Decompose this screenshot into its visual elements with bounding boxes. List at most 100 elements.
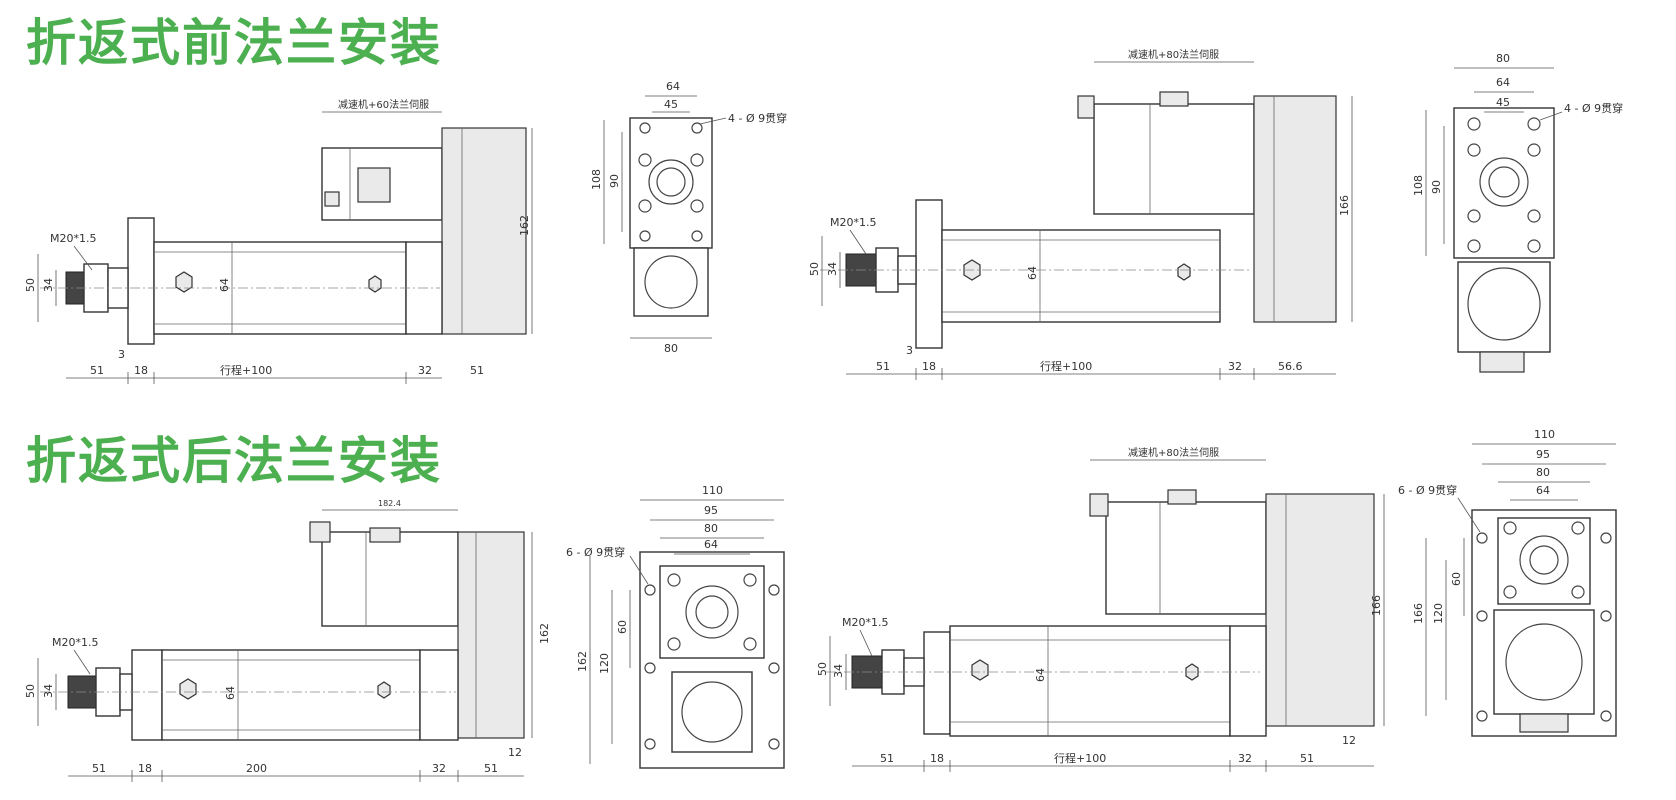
front-flange-80: [915, 199, 943, 349]
dim-32-rear-80: 32: [1238, 752, 1252, 765]
dim-34-rear-80: 34: [832, 664, 845, 678]
motor-connector: [357, 167, 391, 203]
dim-51-rear-right: 51: [484, 762, 498, 775]
actuator-body-80: [941, 229, 1221, 323]
dim-18-80: 18: [922, 360, 936, 373]
dim-56-6: 56.6: [1278, 360, 1303, 373]
dim-12-rear-80: 12: [1342, 734, 1356, 747]
end-dim-95: 95: [704, 504, 718, 517]
dim-34: 34: [42, 278, 55, 292]
servo-motor: [321, 147, 443, 221]
thread-label: M20*1.5: [50, 232, 96, 245]
end-dim-45: 45: [664, 98, 678, 111]
end-dim-45-80: 45: [1496, 96, 1510, 109]
dim-50-80: 50: [808, 262, 821, 276]
dim-51-rear-80-right: 51: [1300, 752, 1314, 765]
end-dim-80: 80: [664, 342, 678, 355]
actuator-body-rear: [161, 649, 421, 741]
front-flange: [127, 217, 155, 345]
dim-50: 50: [24, 278, 37, 292]
servo-motor-rear-80: [1105, 501, 1267, 615]
end-motor: [633, 247, 709, 317]
side-view-rear-60: 182.4 M20*1.5 50 34 64 162 12 51 18 200 …: [24, 499, 551, 782]
end-flange: [629, 117, 713, 249]
end-dim-90: 90: [608, 174, 621, 188]
side-view-front-80: 减速机+80法兰伺服 M20*1.5 50 34 64 166 3 51 18 …: [808, 48, 1353, 380]
end-view-rear-60: 110 95 80 64 6 - Ø 9贯穿 162 120 60: [566, 484, 785, 769]
hole-callout: 4 - Ø 9贯穿: [728, 111, 787, 125]
end-dim-80-rear-80: 80: [1536, 466, 1550, 479]
dim-51-right: 51: [470, 364, 484, 377]
end-dim-80-rear: 80: [704, 522, 718, 535]
return-housing-rear-80: [1265, 493, 1375, 727]
motor-label-80: 减速机+80法兰伺服: [1128, 48, 1219, 61]
dim-18-rear-80: 18: [930, 752, 944, 765]
dim-51-rear-80-left: 51: [880, 752, 894, 765]
dim-32-80: 32: [1228, 360, 1242, 373]
actuator-body-rear-80: [949, 625, 1231, 737]
end-dim-95-80: 95: [1536, 448, 1550, 461]
thread-label-rear-80: M20*1.5: [842, 616, 888, 629]
dim-64-rear-80: 64: [1034, 668, 1047, 682]
end-flange-80: [1453, 107, 1555, 259]
dim-166-80: 166: [1338, 195, 1351, 216]
side-view-rear-80: 减速机+80法兰伺服 M20*1.5 50 34 64 166 12 51 18…: [816, 446, 1385, 772]
end-dim-90-80: 90: [1430, 180, 1443, 194]
front-flange-heading: 折返式前法兰安装: [26, 14, 442, 72]
dim-12-rear: 12: [508, 746, 522, 759]
end-dim-110-80: 110: [1534, 428, 1555, 441]
dim-32: 32: [418, 364, 432, 377]
dim-50-rear-80: 50: [816, 662, 829, 676]
motor-length-label: 182.4: [378, 499, 401, 508]
end-motor-80: [1457, 261, 1551, 353]
dim-stroke-80: 行程+100: [1040, 360, 1092, 373]
end-dim-64-80: 64: [1496, 76, 1510, 89]
dim-64-rear: 64: [224, 686, 237, 700]
end-dim-64-rear-80: 64: [1536, 484, 1550, 497]
end-view-front-80: 80 64 45 4 - Ø 9贯穿 108 90: [1412, 52, 1623, 373]
dim-18-rear: 18: [138, 762, 152, 775]
dim-162-rear: 162: [538, 623, 551, 644]
motor-label-rear-80: 减速机+80法兰伺服: [1128, 446, 1219, 459]
end-dim-60-80: 60: [1450, 572, 1463, 586]
dim-stroke: 行程+100: [220, 364, 272, 377]
end-dim-120: 120: [598, 653, 611, 674]
end-dim-64-rear: 64: [704, 538, 718, 551]
end-view-rear-80: 110 95 80 64 6 - Ø 9贯穿 166 120 60: [1398, 428, 1617, 737]
dim-32-rear: 32: [432, 762, 446, 775]
dim-3-80: 3: [906, 344, 913, 357]
servo-motor-rear: [321, 531, 459, 627]
end-dim-108: 108: [590, 169, 603, 190]
thread-label-80: M20*1.5: [830, 216, 876, 229]
dim-50-rear: 50: [24, 684, 37, 698]
dim-64: 64: [218, 278, 231, 292]
end-dim-162: 162: [576, 651, 589, 672]
dim-3: 3: [118, 348, 125, 361]
end-dim-64: 64: [666, 80, 680, 93]
dim-34-rear: 34: [42, 684, 55, 698]
side-view-front-60: 减速机+60法兰伺服 M20*1.5 50 34 64 162 3 51 18 …: [24, 98, 533, 384]
dim-166-rear-80: 166: [1370, 595, 1383, 616]
return-housing: [441, 127, 527, 335]
end-dim-60: 60: [616, 620, 629, 634]
hole-callout-rear-80: 6 - Ø 9贯穿: [1398, 483, 1457, 497]
rear-flange-heading: 折返式后法兰安装: [26, 432, 442, 490]
end-dim-108-80: 108: [1412, 175, 1425, 196]
dim-51-80: 51: [876, 360, 890, 373]
dim-51-rear-left: 51: [92, 762, 106, 775]
end-dim-166: 166: [1412, 603, 1425, 624]
thread-label-rear: M20*1.5: [52, 636, 98, 649]
dim-stroke-rear-80: 行程+100: [1054, 752, 1106, 765]
dim-162: 162: [518, 215, 531, 236]
end-view-front-60: 64 45 4 - Ø 9贯穿 108 90 80: [590, 80, 787, 355]
return-housing-rear: [457, 531, 525, 739]
motor-label: 减速机+60法兰伺服: [338, 98, 429, 111]
hole-callout-rear: 6 - Ø 9贯穿: [566, 545, 625, 559]
end-dim-80-top: 80: [1496, 52, 1510, 65]
dim-18: 18: [134, 364, 148, 377]
hole-callout-80: 4 - Ø 9贯穿: [1564, 101, 1623, 115]
end-dim-110: 110: [702, 484, 723, 497]
servo-motor-80: [1093, 103, 1255, 215]
return-housing-80: [1253, 95, 1337, 323]
